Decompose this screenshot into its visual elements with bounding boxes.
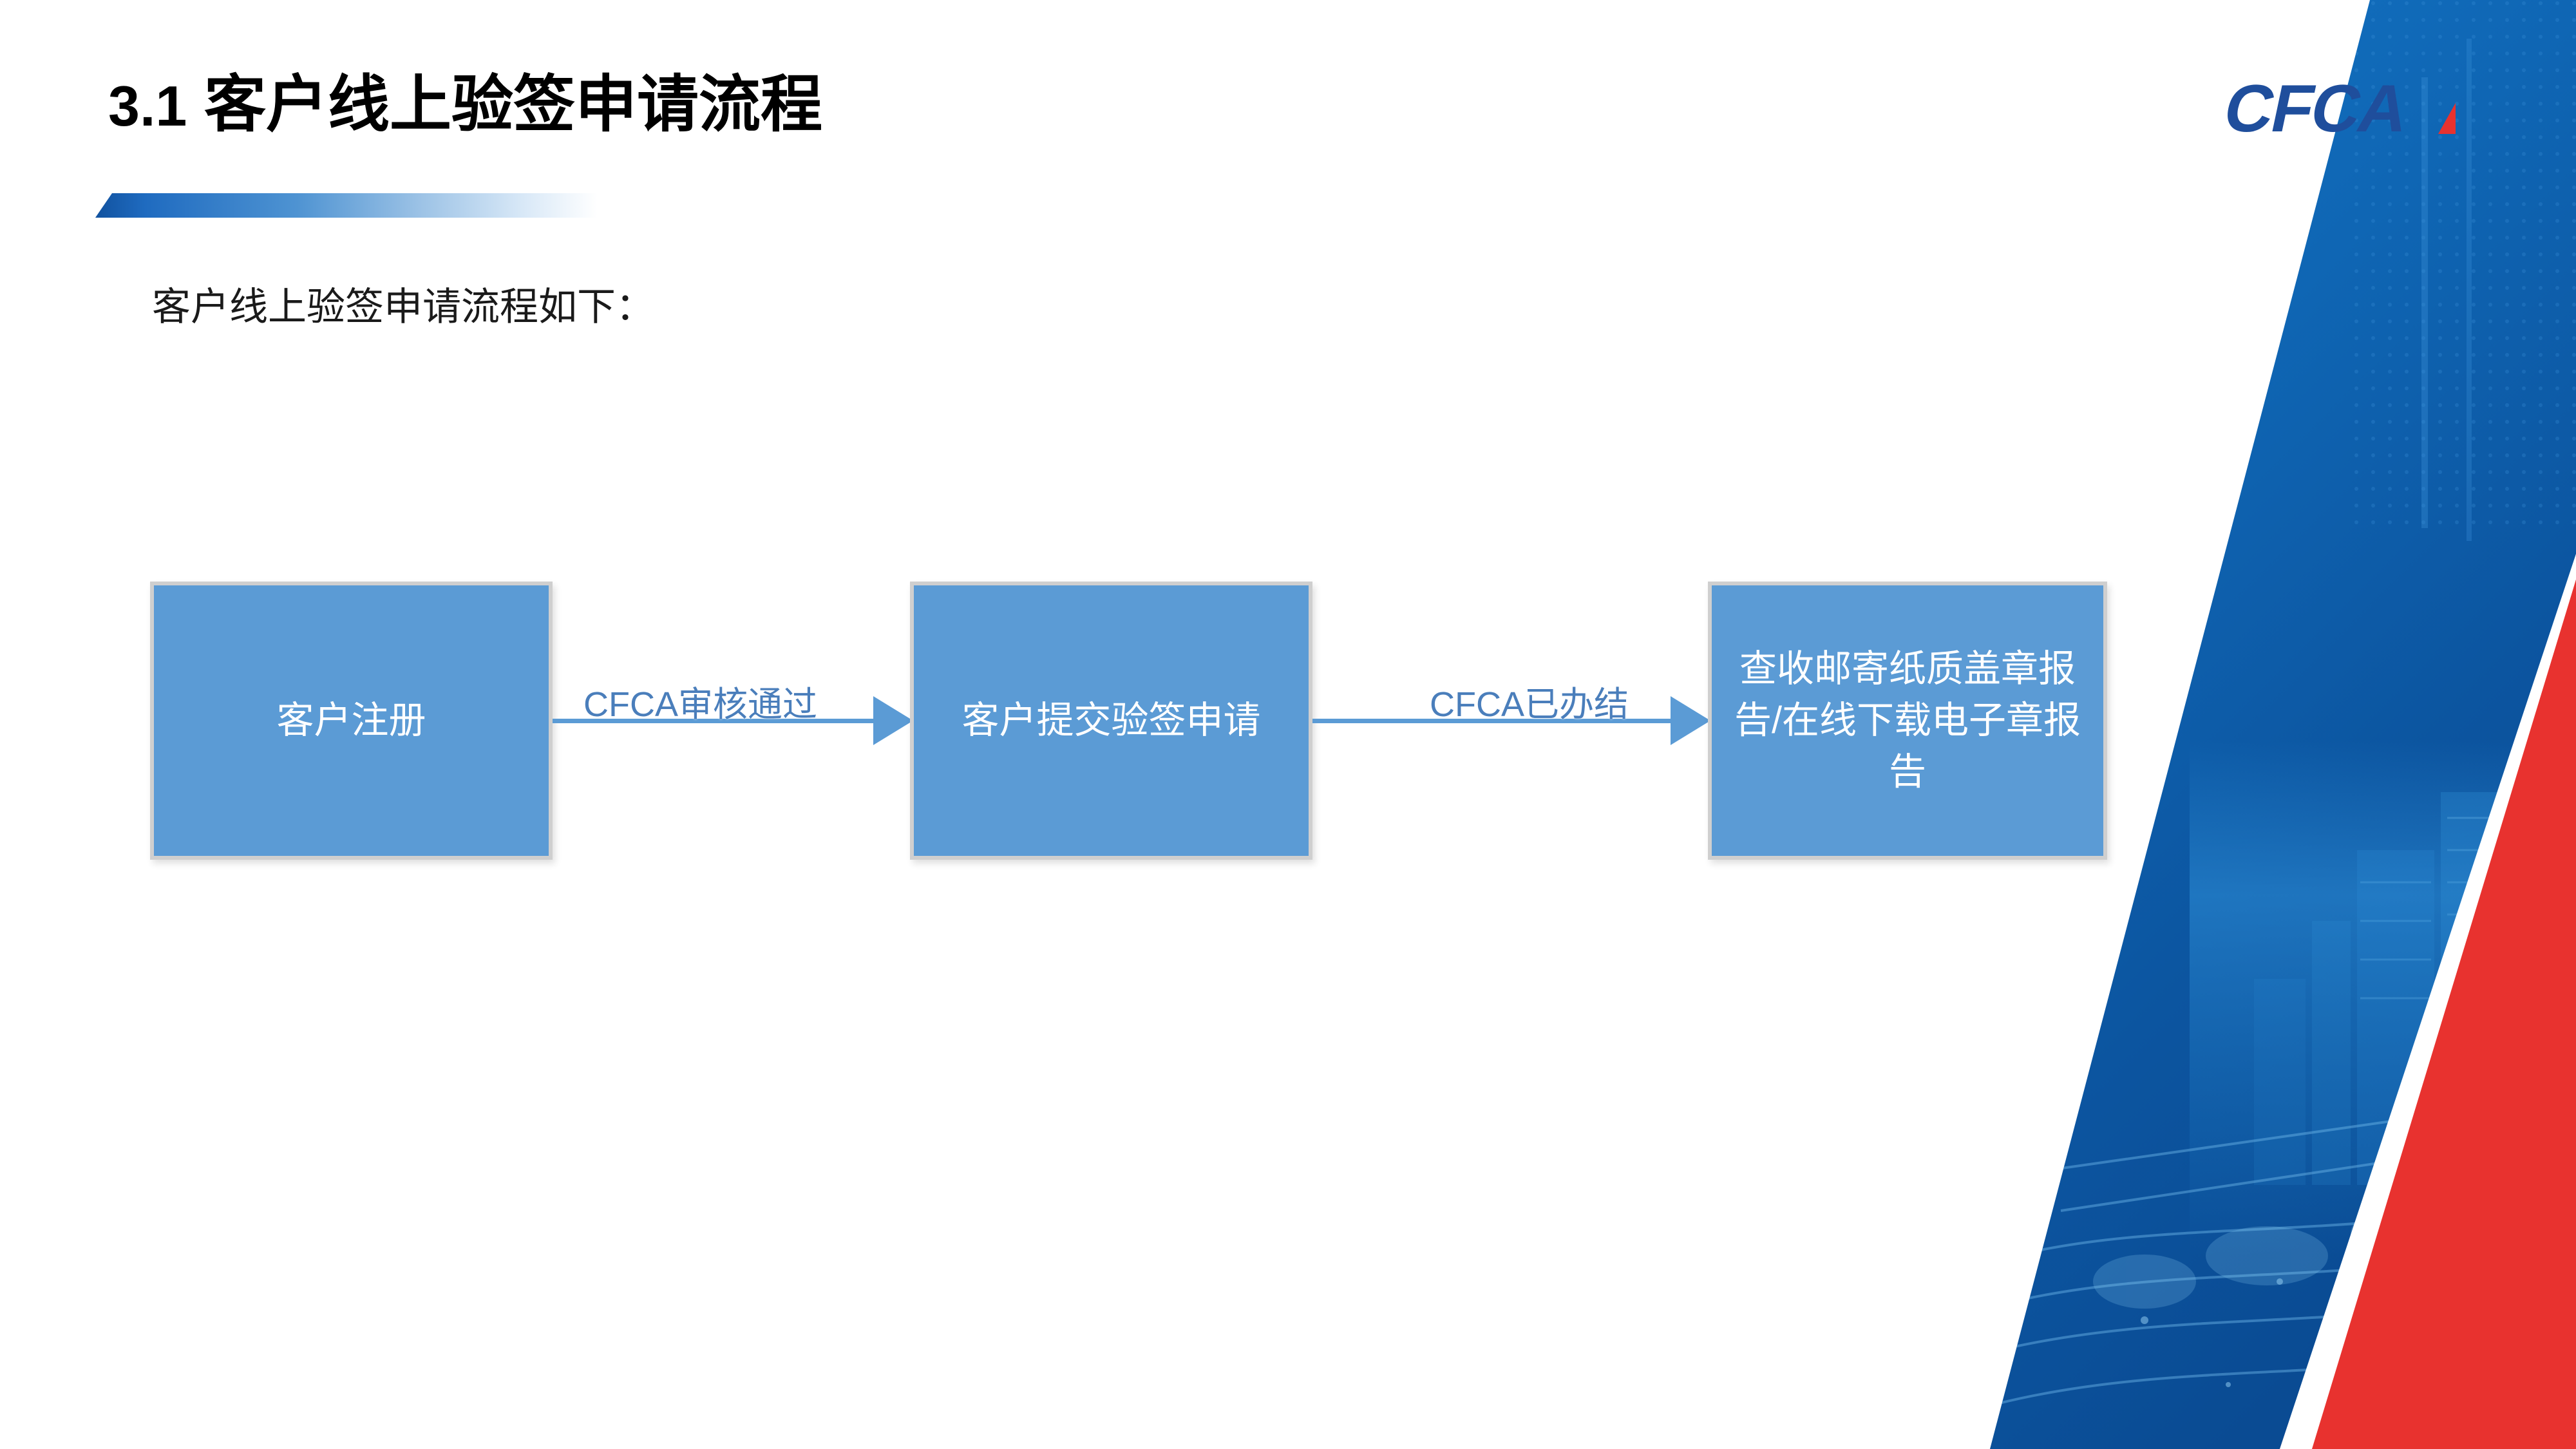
connector-line-2: [1312, 719, 1673, 723]
arrow-head-icon-1: [873, 696, 913, 745]
page-title-number: 3.1: [108, 74, 187, 138]
flow-step-box-3: 查收邮寄纸质盖章报告/在线下载电子章报告: [1708, 582, 2107, 860]
arrow-head-icon-2: [1671, 696, 1710, 745]
connector-line-1: [553, 719, 875, 723]
page-title: 3.1 客户线上验签申请流程: [108, 70, 822, 140]
page-title-text: 客户线上验签申请流程: [204, 70, 823, 139]
flow-step-box-2: 客户提交验签申请: [910, 582, 1312, 860]
connector-label-1: CFCA审核通过: [583, 685, 817, 724]
flow-step-label-3: 查收邮寄纸质盖章报告/在线下载电子章报告: [1734, 647, 2081, 793]
cfca-logo: CFCA: [2209, 72, 2479, 149]
flow-step-label-1: 客户注册: [276, 699, 426, 741]
flow-step-label-2: 客户提交验签申请: [961, 699, 1261, 741]
flow-step-box-1: 客户注册: [150, 582, 553, 860]
intro-paragraph: 客户线上验签申请流程如下：: [152, 285, 654, 328]
connector-label-2: CFCA已办结: [1430, 685, 1629, 724]
flow-connector-1: CFCA审核通过: [553, 682, 913, 759]
title-underline-bar: [95, 193, 598, 218]
flow-connector-2: CFCA已办结: [1312, 682, 1710, 759]
svg-text:CFCA: CFCA: [2218, 72, 2414, 146]
